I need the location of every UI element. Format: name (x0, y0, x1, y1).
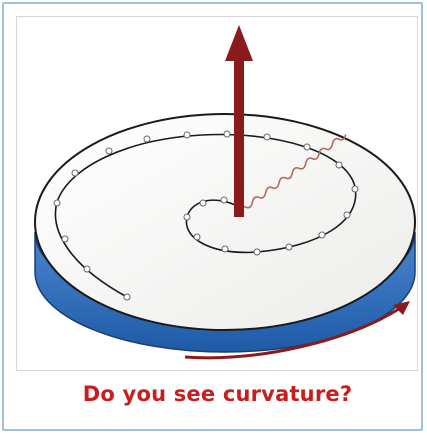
rotating-disk-illustration (16, 16, 418, 371)
figure-caption: Do you see curvature? (82, 382, 353, 406)
path-beads (53, 130, 359, 301)
curved-arrow-icon (184, 301, 410, 360)
helical-path (238, 134, 347, 213)
disk-top (34, 113, 416, 331)
rotating-disk-diagram (34, 25, 416, 360)
figure-frame: Do you see curvature? (2, 2, 423, 431)
up-arrow-icon (225, 25, 253, 217)
